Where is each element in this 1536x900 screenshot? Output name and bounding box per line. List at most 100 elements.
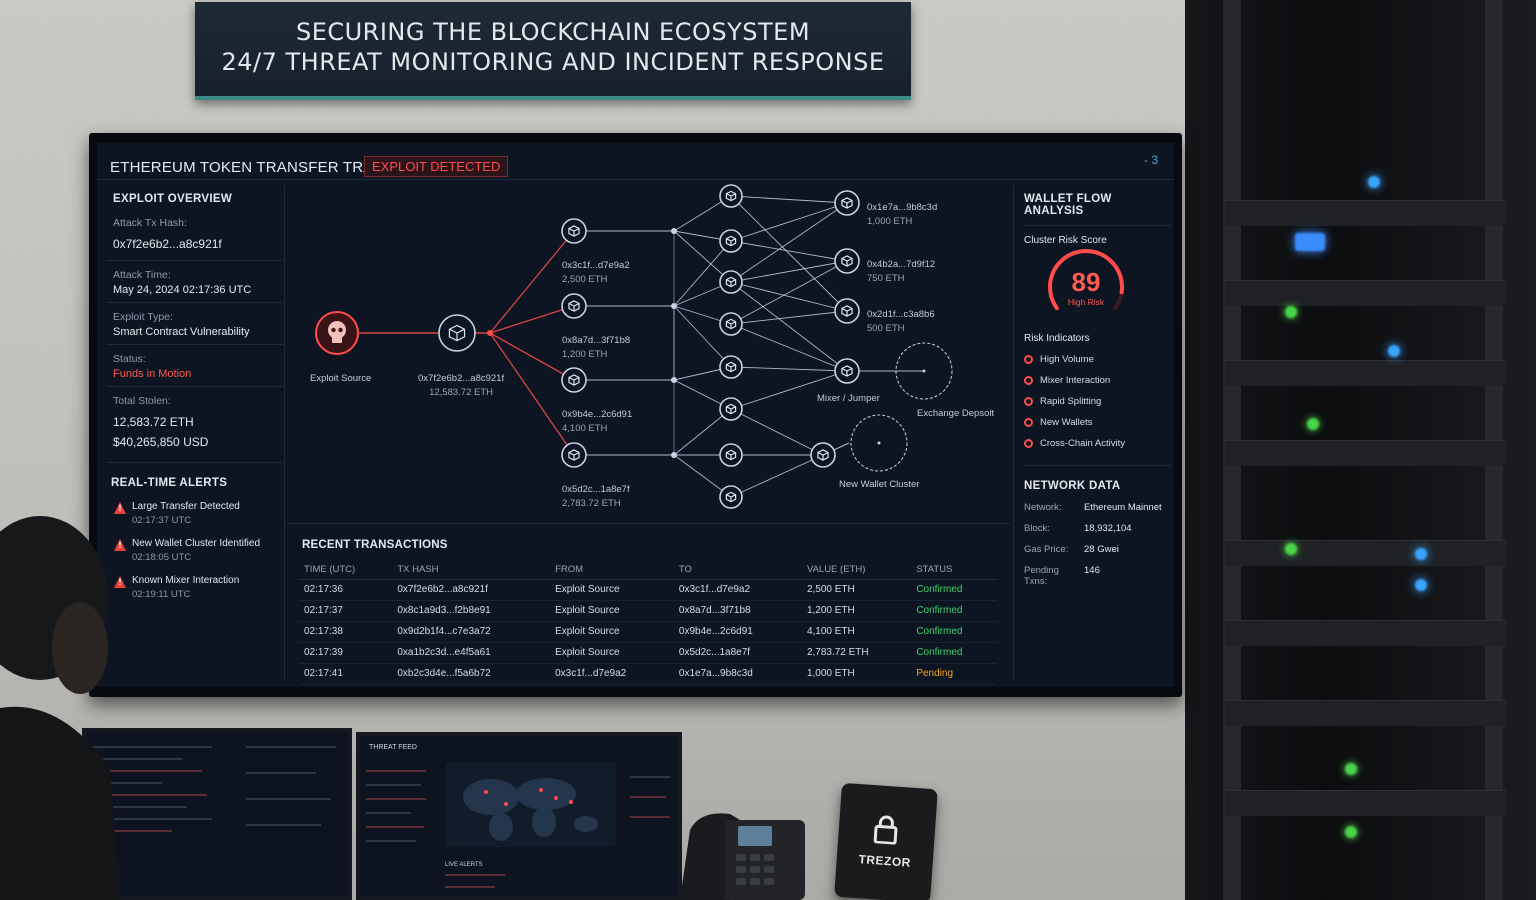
table-cell[interactable]: 0xa1b2c3d...e4f5a61 — [392, 642, 551, 664]
destination-wallet-node[interactable] — [834, 298, 860, 324]
intermediate-wallet-node[interactable] — [719, 355, 743, 379]
risk-dot-icon — [1024, 397, 1033, 406]
risk-score-label: Cluster Risk Score — [1024, 235, 1107, 246]
intermediate-wallet-node[interactable] — [719, 312, 743, 336]
attack-node-label: 0x7f2e6b2...a8c921f 12,583.72 ETH — [418, 372, 504, 400]
skull-icon[interactable] — [315, 311, 359, 355]
table-cell: 2,500 ETH — [801, 579, 912, 601]
table-cell: 02:17:39 — [299, 642, 393, 664]
intermediate-wallet-node[interactable] — [719, 270, 743, 294]
overview-field-label: Attack Time: — [113, 269, 171, 281]
hop-wallet-node[interactable] — [561, 218, 587, 244]
status-cell: Pending — [911, 663, 997, 685]
cluster-label: New Wallet Cluster — [839, 479, 920, 490]
alert-text: Large Transfer Detected — [132, 501, 240, 512]
overview-field-label: Status: — [113, 353, 146, 365]
network-row: Block:18,932,104 — [1024, 523, 1171, 534]
transfer-trace-graph: Exploit Source 0x7f2e6b2...a8c921f 12,58… — [287, 181, 1010, 521]
network-value: 28 Gwei — [1084, 544, 1119, 555]
hop-value: 2,783.72 ETH — [562, 498, 621, 509]
intermediate-wallet-node[interactable] — [719, 443, 743, 467]
column-header: STATUS — [911, 558, 997, 580]
table-cell: 02:17:37 — [299, 600, 393, 622]
total-stolen-usd: $40,265,850 USD — [113, 435, 209, 449]
analyst-person — [0, 516, 120, 900]
column-header: TO — [673, 558, 802, 580]
hop-wallet-node[interactable] — [561, 442, 587, 468]
wallet-flow-panel: WALLET FLOW ANALYSIS Cluster Risk Score … — [1013, 185, 1171, 681]
cluster-entry-node[interactable] — [810, 442, 836, 468]
risk-score-value: 89 — [1071, 267, 1101, 297]
network-value: Ethereum Mainnet — [1084, 502, 1162, 513]
intermediate-wallet-node[interactable] — [719, 485, 743, 509]
destination-wallet-node[interactable] — [834, 248, 860, 274]
device-name: TREZOR — [858, 852, 912, 870]
source-label: Exploit Source — [310, 373, 372, 384]
risk-indicator-label: Mixer Interaction — [1040, 375, 1111, 386]
dashboard-title: ETHEREUM TOKEN TRANSFER TRACE — [110, 159, 395, 176]
intermediate-wallet-node[interactable] — [719, 184, 743, 208]
desk-monitor-threat-feed: THREAT FEED LIVE ALERTS — [356, 732, 682, 900]
alert-time: 02:19:11 UTC — [132, 589, 191, 600]
network-row: Pending Txns:146 — [1024, 565, 1171, 587]
table-cell: Exploit Source — [550, 642, 674, 664]
table-cell: 0x5d2c...1a8e7f — [673, 642, 802, 664]
table-cell[interactable]: 0xb2c3d4e...f5a6b72 — [392, 663, 551, 685]
world-map — [446, 762, 616, 847]
table-cell[interactable]: 0x8c1a9d3...f2b8e91 — [392, 600, 551, 622]
status-cell: Confirmed — [911, 600, 997, 622]
mixer-node[interactable] — [834, 358, 860, 384]
hop-value: 4,100 ETH — [562, 423, 608, 434]
hop-value: 2,500 ETH — [562, 274, 608, 285]
risk-indicator: Rapid Splitting — [1024, 396, 1171, 407]
wall-sign: SECURING THE BLOCKCHAIN ECOSYSTEM 24/7 T… — [195, 2, 911, 100]
dest-address: 0x2d1f...c3a8b6 — [867, 309, 935, 320]
alert-text: New Wallet Cluster Identified — [132, 538, 261, 549]
hop-address: 0x3c1f...d7e9a2 — [562, 260, 630, 271]
overview-field-value[interactable]: 0x7f2e6b2...a8c921f — [113, 237, 222, 251]
overview-field: Exploit Type:Smart Contract Vulnerabilit… — [107, 303, 284, 345]
alert-time: 02:18:05 UTC — [132, 552, 192, 563]
overview-field-value: Smart Contract Vulnerability — [113, 326, 250, 338]
hop-wallet-node[interactable] — [561, 367, 587, 393]
intermediate-wallet-node[interactable] — [719, 397, 743, 421]
wall-display: ETHEREUM TOKEN TRANSFER TRACE EXPLOIT DE… — [89, 133, 1182, 697]
hop-address: 0x8a7d...3f71b8 — [562, 335, 631, 346]
network-key: Block: — [1024, 523, 1050, 534]
overview-field-label: Attack Tx Hash: — [113, 217, 187, 229]
overview-field: Attack Tx Hash: 0x7f2e6b2...a8c921f — [107, 209, 284, 261]
intermediate-wallet-node[interactable] — [719, 229, 743, 253]
network-key: Pending Txns: — [1024, 565, 1059, 587]
dashboard-screen: ETHEREUM TOKEN TRANSFER TRACE EXPLOIT DE… — [97, 143, 1174, 687]
destination-wallet-node[interactable] — [834, 190, 860, 216]
attack-value: 12,583.72 ETH — [429, 387, 493, 398]
dest-address: 0x1e7a...9b8c3d — [867, 202, 938, 213]
attack-contract-node[interactable] — [438, 314, 476, 352]
table-cell[interactable]: 0x9d2b1f4...c7e3a72 — [392, 621, 551, 643]
table-cell: Exploit Source — [550, 600, 674, 622]
risk-indicator-label: New Wallets — [1040, 417, 1093, 428]
risk-indicator-label: Rapid Splitting — [1040, 396, 1102, 407]
risk-dot-icon — [1024, 418, 1033, 427]
corner-icon[interactable]: - 3 — [1143, 153, 1158, 167]
table-cell: 0x3c1f...d7e9a2 — [673, 579, 802, 601]
column-header: TX HASH — [392, 558, 551, 580]
hop-wallet-node[interactable] — [561, 293, 587, 319]
table-cell: 0x9b4e...2c6d91 — [673, 621, 802, 643]
table-cell[interactable]: 0x7f2e6b2...a8c921f — [392, 579, 551, 601]
